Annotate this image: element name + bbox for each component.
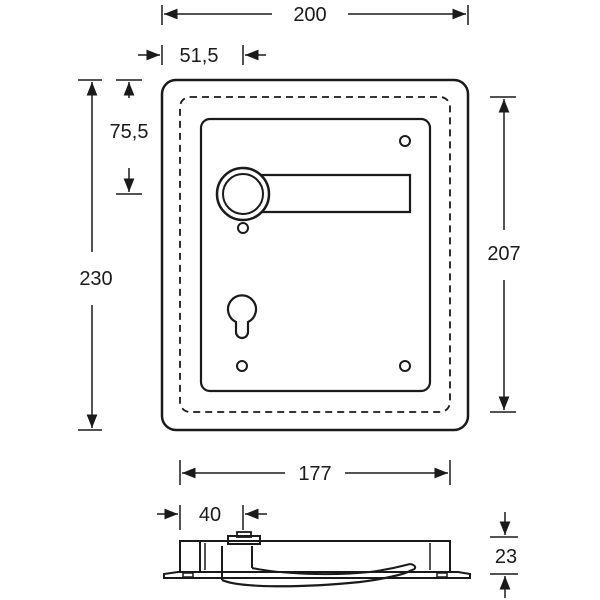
screw-hole-bottom-left: [236, 360, 248, 372]
dim-overall-width: 200: [161, 4, 469, 26]
front-view: [160, 78, 470, 432]
label-overall-width: 200: [293, 4, 326, 26]
dim-offset-x: 51,5: [138, 45, 266, 67]
lever-handle: [215, 166, 412, 222]
label-offset-x: 51,5: [180, 45, 219, 67]
dim-inner-width: 177: [179, 460, 451, 485]
screw-hole-top-right: [399, 135, 411, 147]
label-overall-height: 230: [79, 268, 112, 290]
keyhole: [226, 294, 258, 340]
seal-outline-dashed: [179, 96, 451, 413]
screw-hole-bottom-right: [399, 360, 411, 372]
label-inner-height: 207: [487, 243, 520, 265]
dim-side-offset: 40: [157, 504, 267, 530]
side-view: [163, 531, 471, 588]
outer-plate: [160, 78, 470, 432]
dim-offset-y: 75,5: [110, 79, 149, 195]
label-depth: 23: [495, 546, 517, 568]
dim-inner-height: 207: [487, 96, 521, 413]
label-inner-width: 177: [298, 463, 331, 485]
dim-overall-height: 230: [78, 79, 113, 431]
inner-backplate: [199, 117, 432, 393]
label-offset-y: 75,5: [110, 121, 149, 143]
label-side-offset: 40: [199, 504, 221, 526]
dim-depth: 23: [490, 512, 518, 598]
screw-hole-under-handle: [237, 222, 249, 234]
